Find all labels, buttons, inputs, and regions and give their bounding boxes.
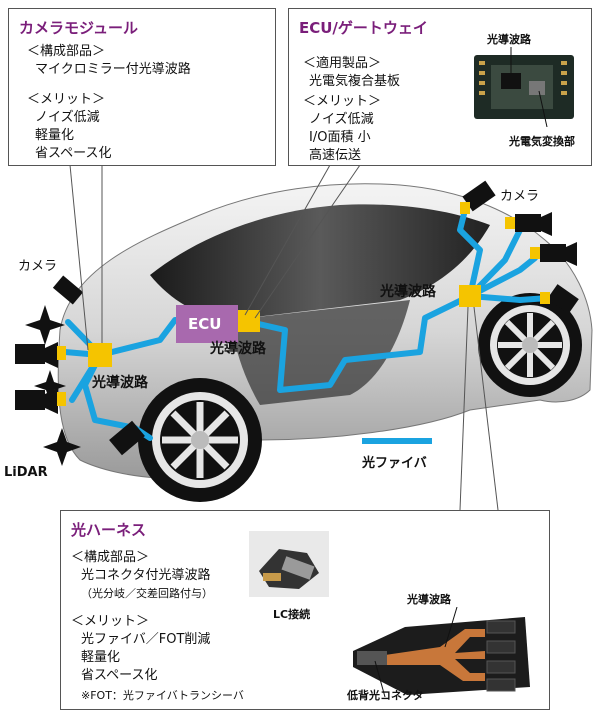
harness-line: （光分岐／交差回路付与）: [81, 587, 213, 600]
circuit-board-photo: [474, 47, 574, 127]
node-ecu: [238, 310, 260, 332]
node-front: [88, 343, 112, 367]
fiber-legend-label: 光ファイバ: [362, 456, 427, 471]
ecu-gateway-line: I/O面積 小: [309, 130, 371, 145]
camera-module-line: マイクロミラー付光導波路: [35, 62, 191, 77]
harness-line: 軽量化: [81, 650, 121, 665]
waveguide-label: 光導波路: [92, 375, 148, 391]
rear-wheel: [478, 293, 582, 397]
ecu-photo-label: 光導波路: [487, 33, 531, 46]
lc-label: LC接続: [273, 608, 311, 621]
harness-line: 光ファイバ／FOT削減: [81, 632, 211, 647]
camera-icon-rear: [462, 180, 579, 314]
camera-module-line: ＜構成部品＞: [27, 44, 106, 59]
waveguide-label: 光導波路: [210, 341, 266, 357]
ecu-gateway-line: ＜メリット＞: [303, 94, 382, 109]
car-window: [150, 204, 490, 320]
low-profile-connector-label: 低背光コネクタ: [347, 689, 424, 702]
ecu-gateway-line: ノイズ低減: [309, 112, 374, 127]
ecu-gateway-line: ＜適用製品＞: [303, 56, 382, 71]
camera-icon: [15, 275, 145, 456]
front-wheel: [138, 378, 262, 502]
ecu-gateway-line: 光電気複合基板: [309, 74, 401, 89]
harness-line: 省スペース化: [81, 668, 158, 683]
camera-module-line: ノイズ低減: [35, 110, 100, 125]
harness-line: ＜メリット＞: [71, 614, 150, 629]
ecu-label: ECU: [188, 315, 222, 333]
camera-label: カメラ: [18, 259, 58, 274]
waveguide-connector-photo: [353, 607, 530, 698]
lidar-icon: [25, 305, 81, 466]
harness-box: 光ハーネス ＜構成部品＞ 光コネクタ付光導波路 （光分岐／交差回路付与） ＜メリ…: [60, 510, 550, 710]
node-rear: [459, 285, 481, 307]
harness-line: ※FOT：光ファイバトランシーバ: [81, 689, 244, 702]
harness-line: ＜構成部品＞: [71, 550, 150, 565]
harness-title: 光ハーネス: [71, 521, 147, 539]
camera-module-line: ＜メリット＞: [27, 92, 106, 107]
ecu-box: [176, 305, 238, 343]
ecu-gateway-box: ECU/ゲートウェイ ＜適用製品＞ 光電気複合基板 ＜メリット＞ ノイズ低減 I…: [288, 8, 592, 166]
camera-module-line: 軽量化: [35, 128, 75, 143]
harness-line: 光コネクタ付光導波路: [81, 568, 211, 583]
ecu-gateway-title: ECU/ゲートウェイ: [299, 19, 428, 37]
lc-connector-photo: [249, 531, 329, 597]
leader-lines: [69, 164, 499, 511]
waveguide-photo-label: 光導波路: [407, 593, 451, 606]
ecu-photo-label: 光電気変換部: [509, 135, 575, 148]
camera-label: カメラ: [500, 189, 540, 204]
camera-module-line: 省スペース化: [35, 146, 112, 161]
camera-module-title: カメラモジュール: [19, 19, 138, 37]
camera-module-box: カメラモジュール ＜構成部品＞ マイクロミラー付光導波路 ＜メリット＞ ノイズ低…: [8, 8, 276, 166]
waveguide-label: 光導波路: [380, 284, 436, 300]
lidar-label: LiDAR: [4, 465, 48, 480]
ecu-gateway-line: 高速伝送: [309, 148, 362, 163]
